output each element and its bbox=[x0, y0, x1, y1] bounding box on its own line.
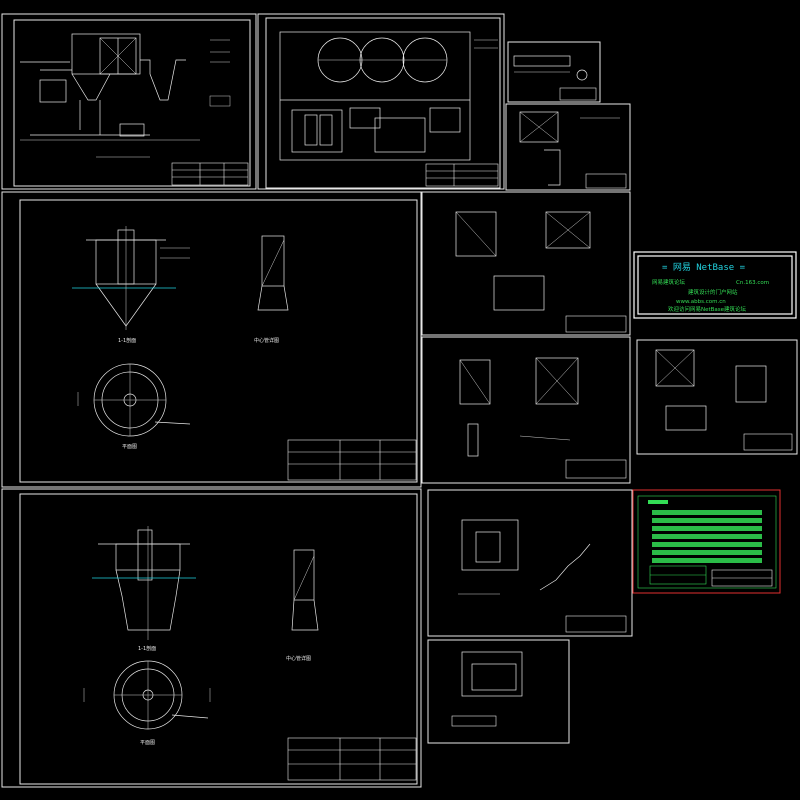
label-center-pipe-bottom: 中心管详图 bbox=[286, 655, 311, 662]
sheet-structure-3 bbox=[636, 339, 798, 455]
sheet-small-detail-1 bbox=[507, 41, 601, 103]
label-plan-bottom: 平面图 bbox=[140, 740, 155, 746]
sheet-small-detail-2 bbox=[505, 103, 631, 191]
netbase-line1-left: 网易建筑论坛 bbox=[652, 278, 686, 286]
sheet-structure-2 bbox=[421, 336, 631, 484]
equipment-table-rows bbox=[652, 510, 762, 563]
netbase-line1-right: Cn.163.com bbox=[736, 280, 769, 286]
label-section-1-1-top: 1-1剖面 bbox=[118, 337, 136, 344]
label-plan-top: 平面图 bbox=[122, 444, 137, 450]
sheet-detail-stairs bbox=[427, 489, 633, 637]
sheet-tank-section-top: 1-1剖面 中心管详图 平面图 bbox=[1, 191, 422, 488]
netbase-line4: 欢迎访问网易NetBase建筑论坛 bbox=[668, 305, 747, 313]
netbase-title: = 网易 NetBase = bbox=[662, 262, 746, 273]
sheet-detail-basin bbox=[427, 639, 570, 744]
netbase-line2: 建筑设计的门户网站 bbox=[688, 288, 738, 296]
sheet-equipment-table bbox=[632, 489, 781, 594]
sheet-process-elevation bbox=[1, 13, 257, 190]
sheet-tank-section-bottom: 1-1剖面 中心管详图 平面图 bbox=[1, 488, 422, 788]
sheet-site-plan bbox=[257, 13, 505, 190]
netbase-line3: www.abbs.com.cn bbox=[676, 299, 726, 305]
sheet-structure-1 bbox=[421, 191, 631, 336]
label-section-1-1-bottom: 1-1剖面 bbox=[138, 645, 156, 652]
netbase-banner: = 网易 NetBase = 网易建筑论坛 Cn.163.com 建筑设计的门户… bbox=[633, 251, 797, 319]
label-center-pipe-top: 中心管详图 bbox=[254, 337, 279, 344]
